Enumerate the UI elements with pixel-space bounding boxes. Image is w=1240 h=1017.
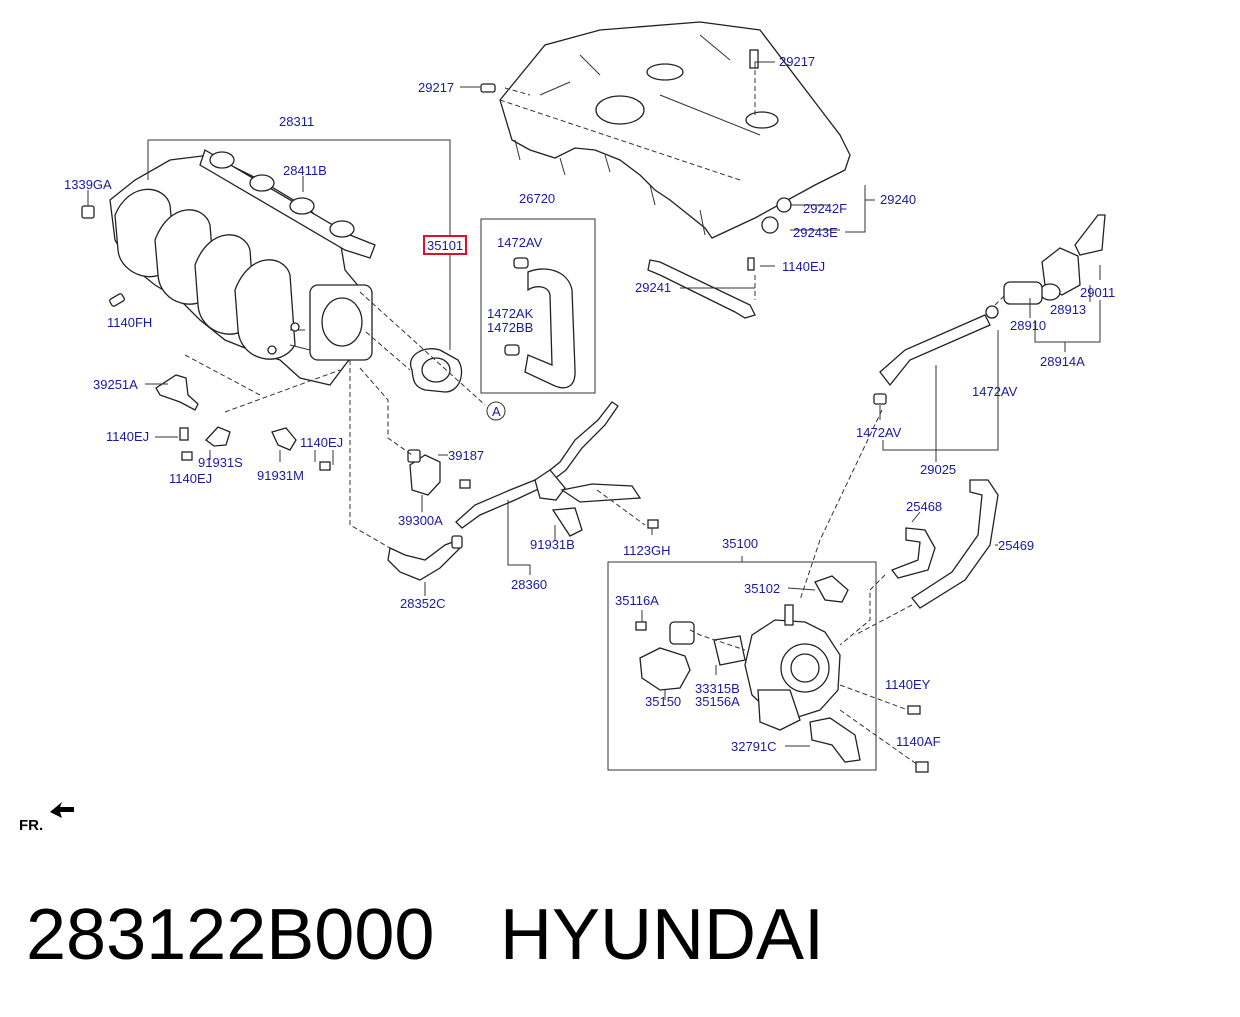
label-35116a: 35116A [615,593,659,608]
label-35150: 35150 [645,694,681,709]
label-29241: 29241 [635,280,671,295]
label-35100: 35100 [722,536,758,551]
label-26720: 26720 [519,191,555,206]
bracket-39251a [155,374,199,411]
hose-25468 [890,527,936,579]
brand-name: HYUNDAI [500,895,825,975]
engine-cover [499,21,851,239]
gasket-33315b [713,635,746,666]
throttle-body [744,604,841,731]
label-1140ej-mid: 1140EJ [300,435,343,450]
idle-speed-actuator [639,621,695,691]
water-pipe-28360 [455,401,642,537]
map-sensor [407,449,441,496]
label-29243e: 29243E [793,225,838,240]
label-28411b: 28411B [283,163,327,178]
label-29217-right: 29217 [779,54,815,69]
clamp-91931m [271,427,297,451]
label-1472ak: 1472AK [487,306,534,321]
label-1339ga: 1339GA [64,177,112,192]
label-1140ey: 1140EY [885,677,931,692]
label-1472bb: 1472BB [487,320,533,335]
label-25469: 25469 [998,538,1034,553]
label-callout-a: A [492,404,501,419]
highlight-box [423,235,467,255]
label-91931b: 91931B [530,537,575,552]
label-1140af: 1140AF [896,734,941,749]
label-1140ej-left: 1140EJ [106,429,149,444]
label-1472av-right: 1472AV [972,384,1018,399]
part-number: 283122B000 [26,895,435,975]
label-25468: 25468 [906,499,942,514]
label-91931m: 91931M [257,468,304,483]
label-29011: 29011 [1080,285,1115,300]
label-1472av-clamp: 1472AV [856,425,902,440]
label-1140ej-bottom: 1140EJ [169,471,212,486]
label-29240: 29240 [880,192,916,207]
label-35102: 35102 [744,581,780,596]
dashed-lines [184,70,1006,766]
label-1140fh: 1140FH [107,315,152,330]
label-1140ej-bracket: 1140EJ [782,259,825,274]
hose-26720 [504,257,576,389]
hose-group-box [480,218,596,394]
label-29217-left: 29217 [418,80,454,95]
label-91931s: 91931S [198,455,243,470]
label-1472av-hose: 1472AV [497,235,543,250]
hose-25469 [911,479,999,609]
fasteners [81,49,929,773]
pcv-valve-assembly [985,214,1106,319]
label-28311: 28311 [279,114,314,129]
bracket-29241 [647,257,756,319]
label-1123gh: 1123GH [623,543,670,558]
bracket-32791c [809,717,861,763]
label-front: FR. [19,817,43,834]
label-28914a: 28914A [1040,354,1085,369]
throttle-body-gasket [409,348,463,393]
label-39187: 39187 [448,448,484,463]
hose-29025 [873,314,991,405]
label-33315b: 33315B [695,681,740,696]
label-28360: 28360 [511,577,547,592]
clamp-91931s [205,426,231,447]
callout-a-circle [486,401,506,421]
leader-lines [87,61,1101,747]
manifold-gasket [199,149,376,259]
label-39251a: 39251A [93,377,138,392]
label-32791c: 32791C [731,739,777,754]
label-29242f: 29242F [803,201,847,216]
label-39300a: 39300A [398,513,443,528]
label-35101: 35101 [427,238,463,253]
front-arrow-icon [50,802,74,818]
label-35156a: 35156A [695,694,740,709]
label-28913: 28913 [1050,302,1086,317]
label-28910: 28910 [1010,318,1046,333]
label-29025: 29025 [920,462,956,477]
label-28352c: 28352C [400,596,446,611]
hose-28352c [387,535,463,581]
caption: 283122B000 HYUNDAI [0,880,1240,990]
parts-diagram: 29217 29217 28311 28411B 1339GA 35101 26… [19,21,1115,834]
throttle-position-sensor [814,575,849,603]
